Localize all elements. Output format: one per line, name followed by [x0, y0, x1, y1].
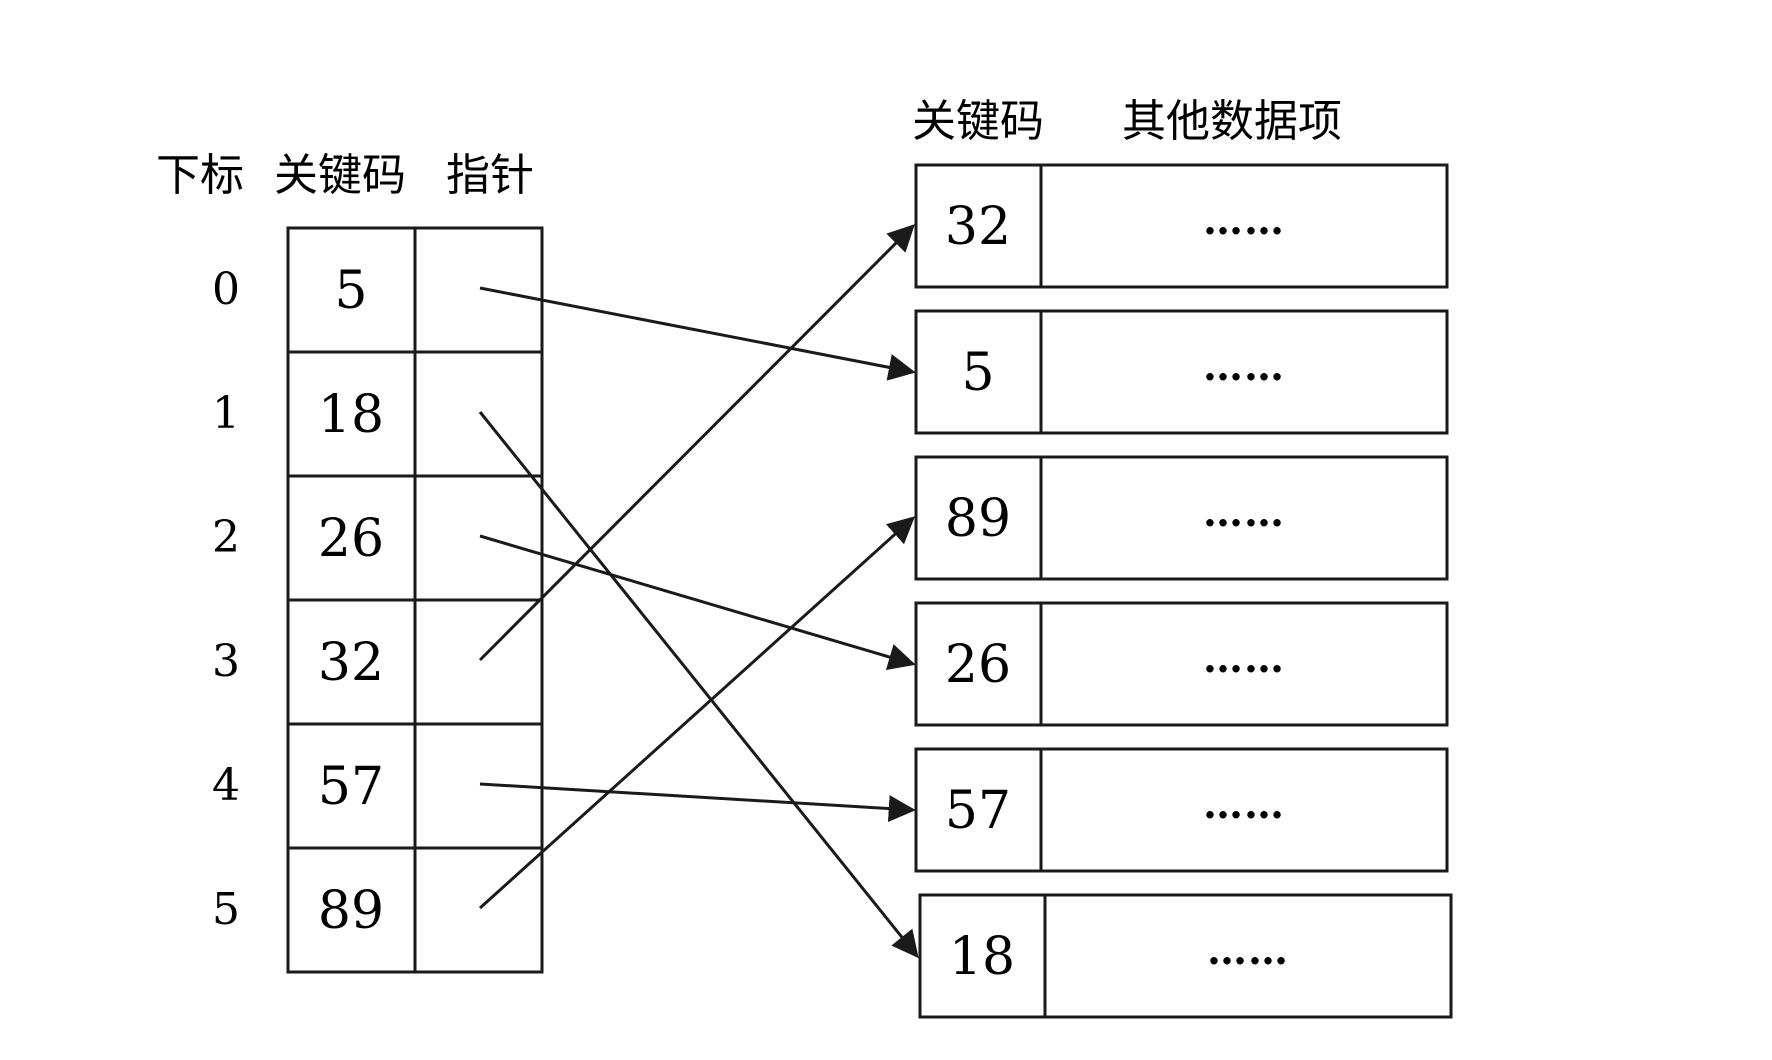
- other-data-cell: ……: [1207, 927, 1289, 974]
- pointer-arrow: [478, 224, 915, 662]
- header-other-data: 其他数据项: [1122, 96, 1342, 147]
- index-label-4: 4: [212, 760, 240, 811]
- pointer-arrow: [479, 534, 916, 671]
- index-label-5: 5: [212, 884, 240, 935]
- index-label-2: 2: [212, 512, 240, 563]
- header-index-key: 关键码: [274, 150, 406, 201]
- other-data-cell: ……: [1203, 781, 1285, 828]
- index-label-3: 3: [212, 636, 240, 687]
- data-key-cell: 18: [949, 927, 1015, 987]
- other-data-cell: ……: [1203, 197, 1285, 244]
- index-key-cell: 89: [318, 881, 384, 941]
- index-key-cell: 26: [318, 509, 384, 569]
- other-data-cell: ……: [1203, 635, 1285, 682]
- index-key-cell: 18: [318, 385, 384, 445]
- other-data-cell: ……: [1203, 489, 1285, 536]
- data-key-cell: 32: [945, 197, 1011, 257]
- other-data-cell: ……: [1203, 343, 1285, 390]
- pointer-arrow: [479, 286, 916, 381]
- index-key-cell: 32: [318, 633, 384, 693]
- data-row-frame: [914, 163, 1449, 289]
- pointer-arrow: [478, 411, 919, 959]
- header-index: 下标: [156, 150, 244, 201]
- index-key-cell: 5: [334, 261, 367, 321]
- data-key-cell: 89: [945, 489, 1011, 549]
- index-label-0: 0: [212, 264, 240, 315]
- data-row-frame: [914, 601, 1449, 727]
- data-key-cell: 57: [945, 781, 1011, 841]
- data-key-cell: 5: [961, 343, 994, 403]
- index-table: 0 1 2 3 4 5 5 18 26 32 57 89: [212, 226, 544, 974]
- index-label-1: 1: [212, 388, 240, 439]
- data-row-frame: [914, 455, 1449, 581]
- data-table: 32 …… 5 …… 89 …… 26 …… 57 …… 18 ……: [914, 163, 1453, 1019]
- index-key-cell: 57: [318, 757, 384, 817]
- data-row-frame: [914, 309, 1449, 435]
- pointer-arrow: [478, 516, 916, 910]
- data-row-frame: [914, 747, 1449, 873]
- header-data-key: 关键码: [912, 96, 1044, 147]
- pointer-arrows: [478, 224, 919, 959]
- data-row-frame: [918, 893, 1453, 1019]
- pointer-arrow: [479, 782, 916, 823]
- data-key-cell: 26: [945, 635, 1011, 695]
- header-pointer: 指针: [446, 150, 534, 201]
